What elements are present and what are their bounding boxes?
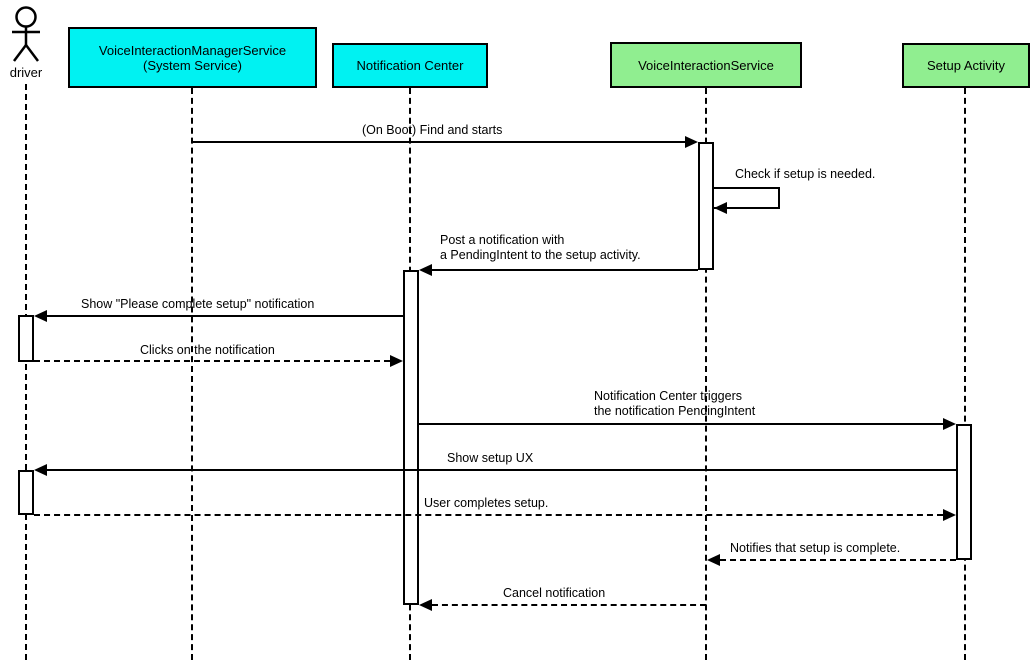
message-label-clicks-on-the-notification: Clicks on the notification [140,343,275,357]
message-label-on-boot-find-and-starts: (On Boot) Find and starts [362,123,503,137]
message-label-notification-center-triggers-pendingintent: Notification Center triggers the notific… [594,389,756,418]
actor-driver-label: driver [9,65,43,80]
arrowhead-right-icon [943,509,956,521]
message-line-post-a-notification [432,269,698,271]
message-line-check-if-setup-is-needed [714,187,780,209]
activation-bar-setup-activity [956,424,972,560]
arrowhead-left-icon [707,554,720,566]
arrowhead-left-icon [34,310,47,322]
arrowhead-left-icon [34,464,47,476]
message-label-show-setup-ux: Show setup UX [447,451,534,465]
lifeline-driver [25,84,27,660]
lifeline-voice-interaction-manager-service [191,88,193,660]
actor-driver-icon [12,6,40,62]
arrowhead-left-icon [419,599,432,611]
message-label-notifies-setup-complete: Notifies that setup is complete. [730,541,901,555]
arrowhead-right-icon [685,136,698,148]
message-line-user-completes-setup [34,514,943,516]
message-label-post-a-notification: Post a notification with a PendingIntent… [440,233,641,262]
activation-bar-driver-2 [18,470,34,515]
activation-bar-driver-1 [18,315,34,362]
message-line-notification-center-triggers-pendingintent [419,423,943,425]
message-line-show-setup-ux [47,469,956,471]
message-line-cancel-notification [432,604,706,606]
activation-bar-voice-interaction-service [698,142,714,270]
message-label-check-if-setup-is-needed: Check if setup is needed. [735,167,876,181]
participant-box-voice-interaction-manager-service: VoiceInteractionManagerService (System S… [68,27,317,88]
activation-bar-notification-center [403,270,419,605]
participant-box-setup-activity: Setup Activity [902,43,1030,88]
arrowhead-left-icon [714,202,727,214]
message-label-show-please-complete-setup-notification: Show "Please complete setup" notificatio… [81,297,315,311]
arrowhead-right-icon [943,418,956,430]
participant-box-notification-center: Notification Center [332,43,488,88]
message-label-user-completes-setup: User completes setup. [424,496,549,510]
message-line-on-boot-find-and-starts [192,141,686,143]
message-label-cancel-notification: Cancel notification [503,586,606,600]
arrowhead-right-icon [390,355,403,367]
lifeline-setup-activity [964,88,966,660]
message-line-show-please-complete-setup-notification [47,315,403,317]
arrowhead-left-icon [419,264,432,276]
lifeline-voice-interaction-service [705,88,707,660]
participant-box-voice-interaction-service: VoiceInteractionService [610,42,802,88]
message-line-clicks-on-the-notification [34,360,390,362]
message-line-notifies-setup-complete [720,559,956,561]
